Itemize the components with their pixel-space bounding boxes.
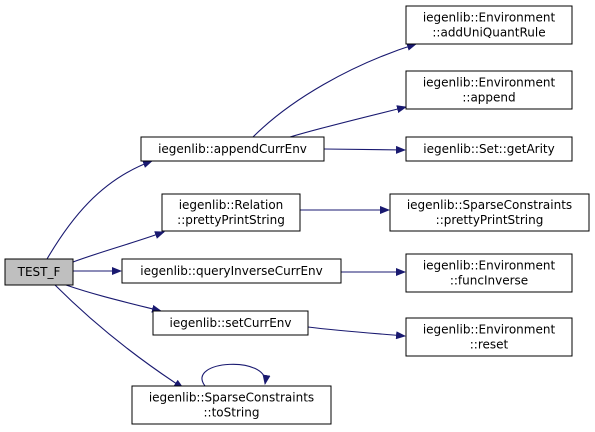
node-box: [405, 136, 573, 162]
node-box: [121, 258, 342, 284]
node-box: [405, 5, 573, 45]
node-env-append[interactable]: iegenlib::Environment::append: [405, 70, 573, 110]
node-box: [4, 258, 74, 286]
node-box: [140, 136, 325, 162]
node-label: ::addUniQuantRule: [432, 26, 545, 40]
node-label: iegenlib::Environment: [423, 11, 556, 25]
node-box: [405, 70, 573, 110]
edge-append_curr_env-to-env_add_uni_quant_rule: [252, 42, 417, 138]
node-set-curr-env[interactable]: iegenlib::setCurrEnv: [152, 310, 309, 336]
node-box: [131, 385, 332, 425]
node-append-curr-env[interactable]: iegenlib::appendCurrEnv: [140, 136, 325, 162]
node-box: [161, 193, 301, 232]
edge-sparse_to_string-to-sparse_to_string: [201, 363, 271, 387]
node-label: ::prettyPrintString: [436, 213, 544, 227]
node-label: ::reset: [470, 338, 509, 352]
node-sparse-to-string[interactable]: iegenlib::SparseConstraints::toString: [131, 385, 332, 425]
node-box: [405, 253, 573, 293]
node-label: iegenlib::Environment: [423, 323, 556, 337]
node-label: iegenlib::Relation: [179, 198, 284, 212]
node-query-inverse-curr-env[interactable]: iegenlib::queryInverseCurrEnv: [121, 258, 342, 284]
edge-test_f-to-set_curr_env: [65, 284, 162, 313]
node-label: ::toString: [204, 406, 260, 420]
node-set-get-arity[interactable]: iegenlib::Set::getArity: [405, 136, 573, 162]
node-label: iegenlib::queryInverseCurrEnv: [140, 264, 322, 278]
edge-test_f-to-append_curr_env: [46, 160, 153, 260]
node-sparse-pretty-print[interactable]: iegenlib::SparseConstraints::prettyPrint…: [389, 193, 590, 232]
edge-append_curr_env-to-env_append: [289, 105, 407, 138]
node-test-f[interactable]: TEST_F: [4, 258, 74, 286]
node-label: iegenlib::Set::getArity: [423, 142, 554, 156]
node-box: [405, 317, 573, 357]
node-label: ::funcInverse: [450, 274, 528, 288]
node-box: [389, 193, 590, 232]
edge-append_curr_env-to-set_get_arity: [323, 145, 406, 154]
node-label: iegenlib::SparseConstraints: [407, 198, 572, 212]
node-label: iegenlib::Environment: [423, 259, 556, 273]
node-relation-pretty-print[interactable]: iegenlib::Relation::prettyPrintString: [161, 193, 301, 232]
node-label: ::append: [462, 91, 515, 105]
node-label: iegenlib::setCurrEnv: [170, 316, 292, 330]
node-label: iegenlib::appendCurrEnv: [158, 142, 307, 156]
node-env-add-uni-quant-rule[interactable]: iegenlib::Environment::addUniQuantRule: [405, 5, 573, 45]
node-label: ::prettyPrintString: [177, 213, 285, 227]
edge-test_f-to-relation_pretty_print: [72, 231, 165, 263]
edge-set_curr_env-to-env_reset: [307, 326, 406, 340]
node-label: iegenlib::Environment: [423, 76, 556, 90]
node-env-func-inverse[interactable]: iegenlib::Environment::funcInverse: [405, 253, 573, 293]
node-label: TEST_F: [17, 265, 61, 279]
edge-test_f-to-sparse_to_string: [54, 284, 184, 389]
node-env-reset[interactable]: iegenlib::Environment::reset: [405, 317, 573, 357]
node-label: iegenlib::SparseConstraints: [149, 391, 314, 405]
node-box: [152, 310, 309, 336]
